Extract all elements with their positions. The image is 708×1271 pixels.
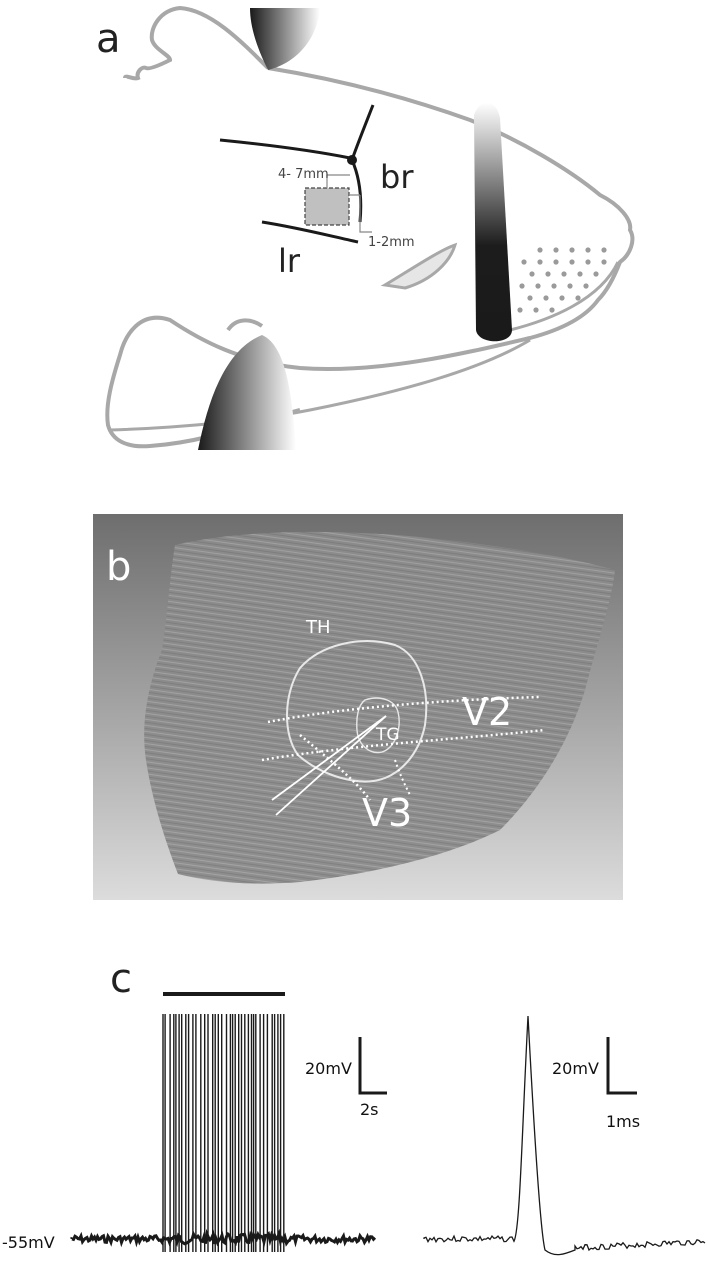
- scale-right-time-label: 1ms: [606, 1112, 640, 1131]
- whisker-dot: [545, 271, 551, 277]
- spike-train-trace: [70, 1014, 377, 1252]
- whisker-dot: [583, 283, 589, 289]
- depth-dimension-line: [326, 174, 350, 188]
- head-top-outline: [123, 5, 270, 81]
- tg-outer-contour: [286, 640, 428, 783]
- whisker-dot: [553, 259, 559, 265]
- v3-branch-inner: [394, 759, 411, 796]
- whisker-dot: [527, 295, 533, 301]
- resting-potential-label: -55mV: [2, 1233, 55, 1252]
- dim-depth-label: 4- 7mm: [278, 167, 329, 182]
- whisker-dot: [575, 295, 581, 301]
- lambda-line: [261, 220, 359, 244]
- whisker-dot: [521, 259, 527, 265]
- baseline-trace: [70, 1228, 377, 1248]
- panel-b-letter: b: [106, 544, 131, 590]
- dim-lateral-label: 1-2mm: [368, 235, 415, 250]
- whisker-dot: [567, 283, 573, 289]
- whisker-dot: [537, 259, 543, 265]
- whisker-dot: [577, 271, 583, 277]
- whisker-dot: [569, 247, 575, 253]
- scale-bar-left: [358, 1037, 387, 1095]
- panel-b: b TH TG V2 V3: [93, 514, 623, 900]
- bregma-point: [347, 155, 357, 165]
- whisker-dot: [537, 247, 543, 253]
- whisker-dot: [551, 283, 557, 289]
- eye-shape: [380, 242, 458, 290]
- front-leg: [198, 335, 296, 450]
- whisker-dot: [517, 307, 523, 313]
- whisker-pad: [517, 247, 607, 313]
- whisker-dot: [585, 247, 591, 253]
- jaw-line: [109, 338, 531, 432]
- whisker-dot: [535, 283, 541, 289]
- whisker-dot: [549, 307, 555, 313]
- panel-a: a 4- 7mm 1-2mm br lr: [96, 5, 635, 450]
- whisker-dot: [569, 259, 575, 265]
- electrode-line-2: [275, 715, 387, 816]
- ear-shape: [250, 8, 320, 70]
- whisker-dot: [585, 259, 591, 265]
- whisker-dot: [519, 283, 525, 289]
- bregma-line: [219, 138, 351, 160]
- panel-c: c -55mV 20mV 2s 20mV 1ms: [2, 956, 706, 1256]
- whisker-dot: [601, 247, 607, 253]
- whisker-dot: [593, 271, 599, 277]
- craniotomy-window: [304, 187, 350, 226]
- muzzle-band: [474, 102, 512, 342]
- whisker-dot: [559, 295, 565, 301]
- electrode-line-1: [271, 715, 387, 801]
- tissue-section: [144, 531, 615, 884]
- single-spike-trace: [423, 1015, 706, 1256]
- label-tg: TG: [375, 725, 400, 745]
- lateral-dimension-line: [349, 194, 372, 233]
- whisker-dot: [561, 271, 567, 277]
- tg-inner-contour: [356, 697, 400, 754]
- whisker-dot: [533, 307, 539, 313]
- scale-left-voltage-label: 20mV: [305, 1059, 352, 1078]
- action-potentials: [162, 1014, 285, 1252]
- v2-branch-upper: [267, 695, 541, 724]
- panel-a-letter: a: [96, 16, 121, 62]
- v3-branch: [299, 734, 371, 801]
- whisker-dot: [529, 271, 535, 277]
- label-br: br: [380, 158, 414, 196]
- shoulder-outline: [226, 318, 264, 332]
- whisker-dot: [601, 259, 607, 265]
- scale-bar-right: [606, 1037, 637, 1095]
- whisker-dot: [543, 295, 549, 301]
- scale-left-time-label: 2s: [360, 1100, 379, 1119]
- whisker-dot: [553, 247, 559, 253]
- tissue-shading: [144, 531, 615, 884]
- label-v2: V2: [462, 690, 512, 734]
- snout-line: [509, 261, 620, 332]
- head-outline: [105, 66, 635, 449]
- panel-c-letter: c: [110, 956, 132, 1002]
- scale-right-voltage-label: 20mV: [552, 1059, 599, 1078]
- label-lr: lr: [278, 242, 301, 280]
- label-th: TH: [305, 617, 331, 638]
- label-v3: V3: [362, 791, 412, 835]
